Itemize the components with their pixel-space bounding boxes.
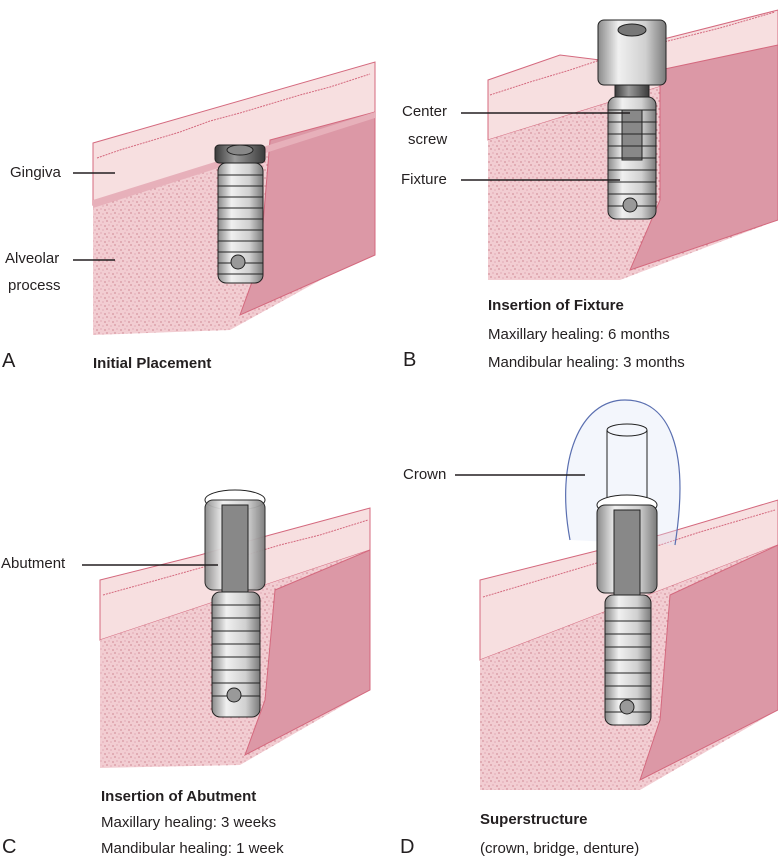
abutment-d <box>596 494 658 599</box>
panel-c-detail-2: Mandibular healing: 1 week <box>101 840 284 857</box>
panel-letter-b: B <box>403 349 417 371</box>
panel-b-illustration <box>487 9 778 280</box>
label-center-screw-line2: screw <box>408 131 448 148</box>
panel-c-detail-1: Maxillary healing: 3 weeks <box>101 814 277 831</box>
label-abutment: Abutment <box>1 555 66 572</box>
center-screw-b <box>597 19 667 98</box>
panel-b-detail-1: Maxillary healing: 6 months <box>488 326 670 343</box>
panel-a-illustration <box>92 61 376 335</box>
panel-b-detail-2: Mandibular healing: 3 months <box>488 354 685 371</box>
panel-c-illustration <box>99 489 371 768</box>
panel-letter-a: A <box>2 350 16 372</box>
fixture-body <box>217 162 264 284</box>
leader-lines <box>73 112 630 566</box>
panel-a-title: Initial Placement <box>93 355 212 372</box>
fixture-vent-hole <box>230 254 246 270</box>
label-gingiva: Gingiva <box>10 164 61 181</box>
panel-d-illustration <box>479 399 778 790</box>
fixture-d <box>604 594 652 726</box>
panel-a-tissue <box>92 61 376 335</box>
soft-tissue-right <box>629 44 778 271</box>
label-crown: Crown <box>403 466 447 483</box>
panel-d-title: Superstructure <box>480 811 588 828</box>
label-alveolar-line2: process <box>8 277 61 294</box>
panel-b-title: Insertion of Fixture <box>488 297 624 314</box>
panel-letter-c: C <box>2 836 17 858</box>
fixture-threads <box>218 174 263 275</box>
label-alveolar-line1: Alveolar <box>5 250 60 267</box>
fixture-a <box>214 144 266 284</box>
panel-d-detail-1: (crown, bridge, denture) <box>480 840 640 857</box>
label-fixture: Fixture <box>401 171 447 188</box>
abutment-c <box>204 489 266 596</box>
gingiva-wavy-line <box>96 73 371 159</box>
soft-tissue-right <box>244 549 371 757</box>
panel-letter-d: D <box>400 836 415 858</box>
fixture-c <box>211 591 261 718</box>
soft-tissue-right <box>639 544 778 781</box>
fixture-b <box>607 96 657 220</box>
panel-c-title: Insertion of Abutment <box>101 788 257 805</box>
label-center-screw-line1: Center <box>402 103 448 120</box>
